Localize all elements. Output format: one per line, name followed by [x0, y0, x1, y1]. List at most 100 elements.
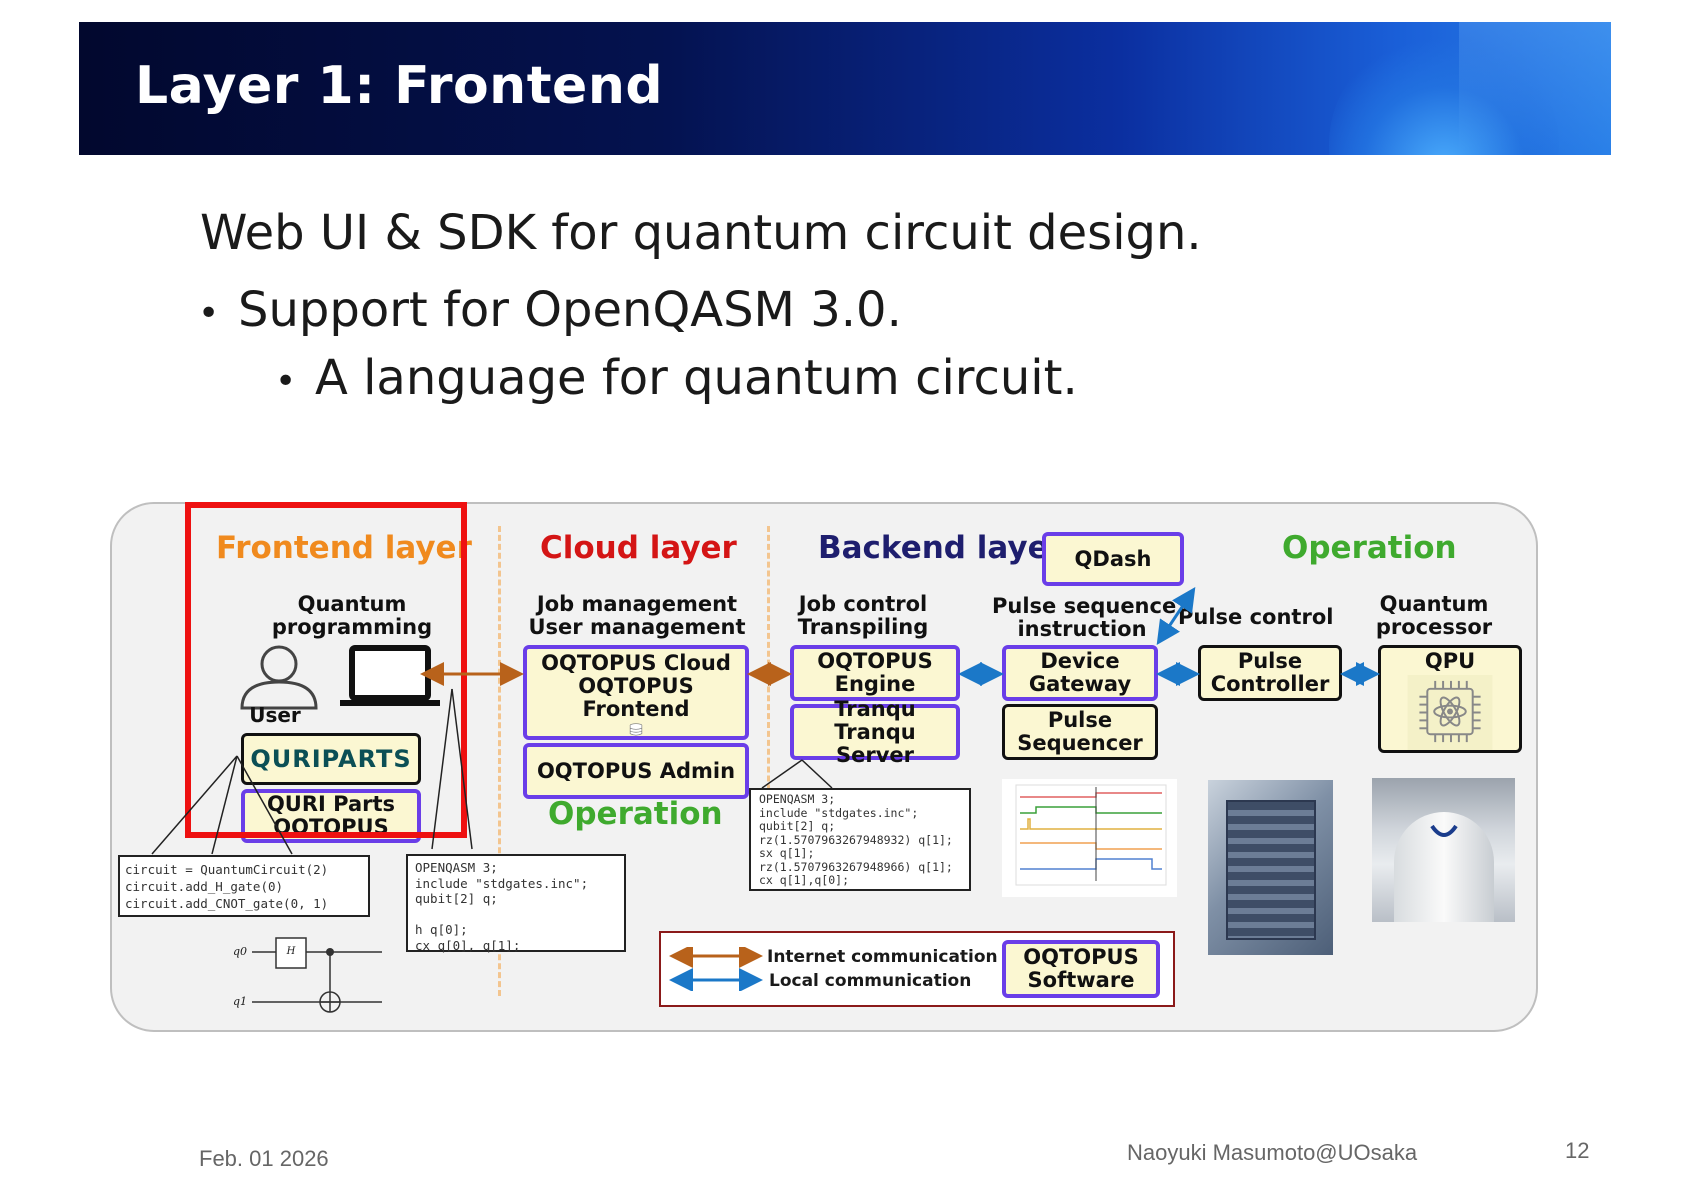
quantum-circuit-diagram [252, 937, 382, 1013]
box-line: OQTOPUS Frontend [578, 674, 694, 721]
box-line: Controller [1210, 672, 1330, 696]
rack-panel-decoration [1226, 800, 1316, 940]
tranqu-box: Tranqu Tranqu Server [790, 697, 960, 766]
box-line: OQTOPUS Admin [536, 758, 736, 783]
pulse-sequence-plot-image [1002, 779, 1177, 897]
box-line: Engine [834, 672, 916, 696]
pulse-controller-box: Pulse Controller [1198, 645, 1342, 701]
pulse-control-caption: Pulse control [1178, 605, 1334, 629]
code-line: qubit[2] q; [415, 891, 498, 906]
legend-box: Internet communication Local communicati… [659, 931, 1175, 1007]
code-line: rz(1.5707963267948966) q[1]; [759, 859, 953, 874]
oqtopus-admin-box: OQTOPUS Admin [523, 743, 749, 799]
job-management-caption: Job management User management [522, 593, 752, 639]
separator-frontend-cloud [498, 526, 501, 996]
code-line: circuit.add_H_gate(0) [125, 879, 284, 894]
caption-line: Transpiling [797, 615, 929, 639]
code-line: OPENQASM 3; [759, 792, 836, 806]
code-line: h q[0]; [415, 922, 468, 937]
pulse-sequence-caption: Pulse sequence instruction [992, 594, 1177, 641]
box-line: Device [1040, 649, 1120, 673]
caption-line: processor [1375, 615, 1493, 639]
code-line: sx q[1]; [759, 846, 815, 860]
box-line: Software [1027, 968, 1135, 992]
box-line: QPU [1424, 649, 1476, 673]
transpiled-code-snippet: OPENQASM 3;include "stdgates.inc";qubit[… [749, 788, 971, 891]
connection-arrows [151, 587, 1380, 855]
cloud-layer-heading: Cloud layer [540, 530, 737, 566]
title-banner: Layer 1: Frontend [79, 22, 1611, 155]
box-line: QURI Parts [266, 792, 396, 816]
bullet-item-2: • A language for quantum circuit. [275, 350, 1078, 406]
caption-line: Job control [798, 592, 928, 616]
quri-parts-logo-box: QURIPARTS [241, 733, 421, 785]
code-line: include "stdgates.inc"; [415, 875, 589, 891]
caption-line: Quantum [1379, 592, 1489, 616]
code-line: rz(1.5707963267948932) q[1]; [759, 832, 953, 847]
caption-line: Job management [536, 592, 738, 616]
box-line: Pulse [1237, 649, 1303, 673]
code-line: cx q[0], q[1]; [415, 937, 521, 953]
oqtopus-cloud-box: OQTOPUS Cloud OQTOPUS Frontend [523, 645, 749, 740]
footer-date: Feb. 01 2026 [199, 1146, 329, 1171]
legend-local-label: Local communication [769, 971, 972, 991]
page-title: Layer 1: Frontend [135, 56, 664, 116]
qdash-box: QDash [1042, 532, 1184, 586]
database-icon [629, 723, 643, 736]
operation-heading: Operation [1282, 530, 1457, 566]
caption-line: User management [528, 615, 746, 639]
box-line: OQTOPUS [817, 649, 933, 673]
frontend-layer-heading: Frontend layer [216, 530, 472, 566]
code-line: cx q[1],q[0]; [759, 873, 850, 887]
job-control-caption: Job control Transpiling [778, 593, 948, 639]
code-line: circuit.add_CNOT_gate(0, 1) [125, 896, 329, 911]
qubit-1-label: q1 [233, 995, 248, 1008]
cryostat-logo-icon [1430, 824, 1458, 837]
backend-layer-heading: Backend layer [818, 530, 1064, 566]
box-line: QDash [1074, 546, 1152, 571]
legend-arrows [669, 947, 763, 991]
legend-internet-label: Internet communication [767, 947, 998, 967]
quri-parts-logo: QURIPARTS [250, 744, 412, 773]
lead-text: Web UI & SDK for quantum circuit design. [200, 205, 1202, 261]
device-gateway-box: Device Gateway [1002, 645, 1158, 701]
page-number: 12 [1565, 1138, 1590, 1163]
box-line: OQTOPUS [1023, 945, 1139, 969]
openqasm-code-snippet: OPENQASM 3;include "stdgates.inc";qubit[… [406, 854, 626, 953]
box-line: Tranqu [834, 696, 916, 721]
architecture-diagram: Frontend layer Cloud layer Backend layer… [110, 502, 1538, 1032]
bullet-dot-icon: • [275, 360, 297, 402]
code-line: circuit = QuantumCircuit(2) [125, 862, 329, 877]
box-line: Pulse [1047, 708, 1113, 732]
pulse-controller-rack-photo [1208, 780, 1333, 955]
qpu-chip-icon [1407, 675, 1493, 750]
caption-line: Quantum [297, 592, 407, 616]
cloud-operation-heading: Operation [548, 796, 723, 832]
legend-oqtopus-software-box: OQTOPUS Software [1002, 940, 1160, 998]
code-line: OPENQASM 3; [415, 860, 498, 875]
footer-author: Naoyuki Masumoto@UOsaka [1127, 1140, 1418, 1165]
caption-line: Pulse sequence [992, 594, 1177, 618]
qpu-box: QPU [1378, 645, 1522, 753]
box-line: Gateway [1028, 672, 1132, 696]
quantum-processor-caption: Quantum processor [1364, 593, 1504, 639]
user-caption: User [249, 703, 301, 727]
bullet-1-text: Support for OpenQASM 3.0. [238, 282, 902, 338]
code-line: include "stdgates.inc"; [759, 805, 919, 820]
box-line: OQTOPUS Cloud [541, 651, 731, 675]
bullet-2-text: A language for quantum circuit. [315, 350, 1078, 406]
qpu-cryostat-photo [1372, 778, 1515, 922]
h-gate-label: H [286, 946, 296, 957]
caption-line: instruction [1017, 617, 1147, 641]
banner-light-decoration [1459, 22, 1611, 155]
bullet-item-1: •Support for OpenQASM 3.0. [198, 282, 902, 338]
qubit-0-label: q0 [233, 945, 248, 958]
pulse-sequencer-box: Pulse Sequencer [1002, 704, 1158, 760]
oqtopus-engine-box: OQTOPUS Engine [790, 645, 960, 701]
code-line: qubit[2] q; [759, 819, 836, 833]
user-icon [240, 645, 318, 710]
box-line: Sequencer [1017, 731, 1143, 755]
sdk-code-snippet: circuit = QuantumCircuit(2) circuit.add_H… [118, 855, 370, 917]
box-line: Tranqu Server [834, 719, 916, 767]
cryostat-body-decoration [1394, 812, 1494, 922]
